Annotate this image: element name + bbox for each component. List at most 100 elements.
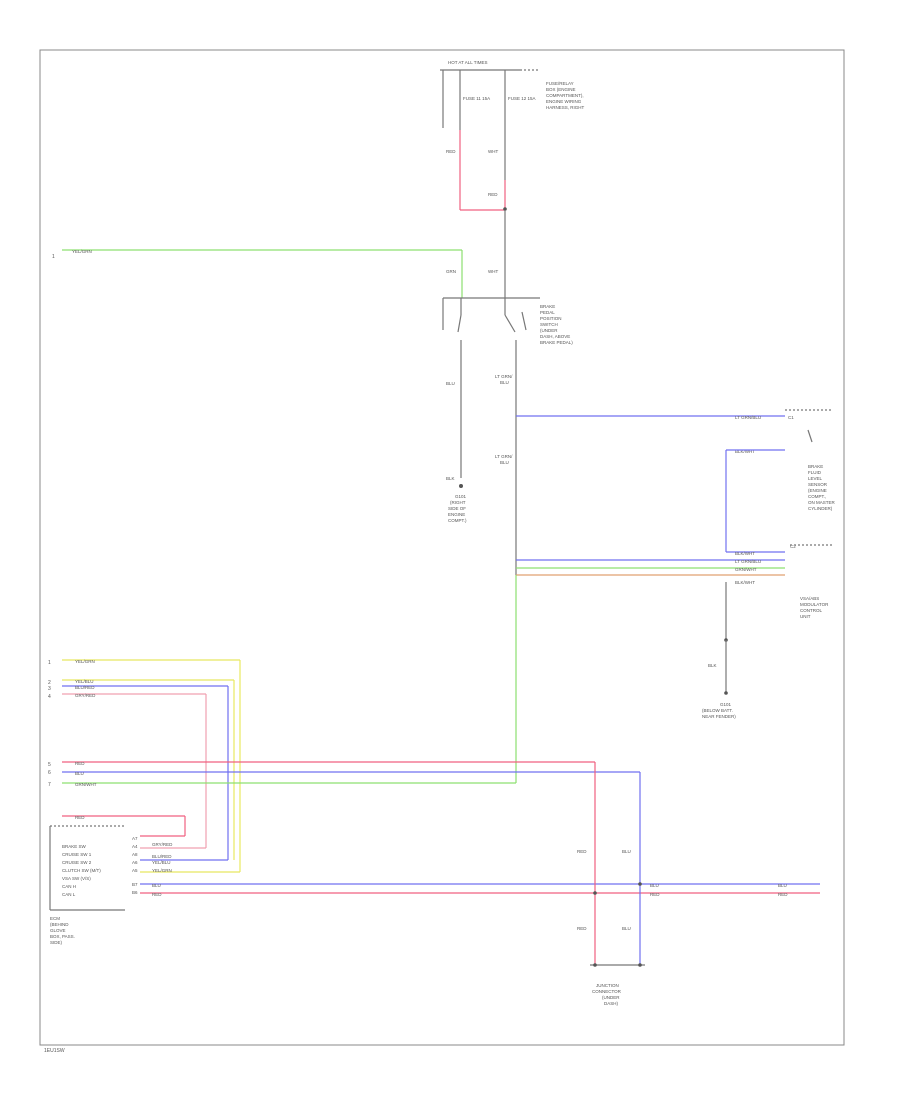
sensor-desc-7: ON MASTER — [808, 500, 836, 505]
bottom-right-blu: BLU — [778, 883, 787, 888]
g-left-1: G101 — [455, 494, 467, 499]
left-num-6: 6 — [48, 770, 51, 776]
junction-desc-4: DASH) — [604, 1001, 619, 1006]
junction-desc-1: JUNCTION — [596, 983, 619, 988]
red-splice — [593, 891, 597, 895]
left-blu-red: BLU/RED — [75, 685, 95, 690]
switch-ground-w: BLK — [446, 476, 455, 481]
switch-desc-5: (UNDER — [540, 328, 558, 333]
left-num-2: 2 — [48, 680, 51, 686]
power-desc-2: BOX (ENGINE — [546, 87, 576, 92]
bottom-w-red1: RED — [577, 849, 587, 854]
switch-desc-4: SWITCH — [540, 322, 558, 327]
ecm-desc-4: BOX, PASS. — [50, 934, 75, 939]
switch-w-lt2: LT GRN/ — [495, 454, 513, 459]
junction-desc-3: (UNDER — [602, 995, 620, 1000]
left-num-3: 3 — [48, 686, 51, 692]
junction-node-right — [638, 963, 642, 967]
ground-point-left — [459, 484, 463, 488]
left-blu: BLU — [75, 771, 84, 776]
splice-node — [503, 207, 507, 211]
left-num-top: 1 — [52, 254, 55, 260]
switch-w-lt1b: BLU — [500, 380, 509, 385]
ecm-desc-5: SIDE) — [50, 940, 63, 945]
g-left-4: ENGINE — [448, 512, 465, 517]
ecm-wire-2: BLU/RED — [152, 854, 172, 859]
sensor-desc-3: LEVEL — [808, 476, 823, 481]
switch-w-lt1: LT GRN/ — [495, 374, 513, 379]
ecm-pin-1: BRAKE SW — [62, 844, 87, 849]
power-w2: WHT — [488, 149, 498, 154]
bottom-w-blu2: BLU — [622, 926, 631, 931]
mod-row-4: BLK/WHT — [735, 580, 755, 585]
ecm-pin-7: CAN L — [62, 892, 76, 897]
switch-contact-2 — [504, 314, 516, 333]
switch-desc-2: PEDAL — [540, 310, 555, 315]
ecm-pin-4: CLUTCH SW (M/T) — [62, 868, 101, 873]
g-right-3: NEAR FENDER) — [702, 714, 736, 719]
mod-desc-1: VSA/ABS — [800, 596, 819, 601]
mod-w-blk: BLK — [708, 663, 717, 668]
switch-desc-1: BRAKE — [540, 304, 555, 309]
sensor-desc-5: (ENGINE — [808, 488, 827, 493]
right-blk-wht: BLK/WHT — [735, 449, 755, 454]
left-num-1: 1 — [48, 660, 51, 666]
left-num-5: 5 — [48, 762, 51, 768]
ecm-num-6: B7 — [132, 882, 138, 887]
ecm-pin-6: CAN H — [62, 884, 76, 889]
g-left-3: SIDE OF — [448, 506, 466, 511]
ecm-wire-1: GRY/RED — [152, 842, 173, 847]
switch-w-blu: BLU — [446, 381, 455, 386]
sensor-desc-8: CYLINDER) — [808, 506, 833, 511]
ground-point-right — [724, 691, 728, 695]
switch-left-small: GRN — [446, 269, 456, 274]
power-w3: RED — [488, 192, 498, 197]
ecm-desc-1: ECM — [50, 916, 60, 921]
sensor-desc-2: FLUID — [808, 470, 822, 475]
ecm-num-7: B6 — [132, 890, 138, 895]
right-top-label: LT GRN/BLU — [735, 415, 761, 420]
ecm-num-5: A5 — [132, 868, 138, 873]
g-right-1: G101 — [720, 702, 732, 707]
left-gry-red: GRY/RED — [75, 693, 96, 698]
left-yel-grn-label: YEL/GRN — [72, 249, 92, 254]
mod-row-3: GRN/WHT — [735, 567, 757, 572]
power-desc-3: COMPARTMENT), — [546, 93, 584, 98]
ecm-desc-2: (BEHIND — [50, 922, 69, 927]
ecm-wire-3: YEL/BLU — [152, 860, 171, 865]
left-red: RED — [75, 761, 85, 766]
switch-desc-3: POSITION — [540, 316, 562, 321]
bottom-w-red3: RED — [650, 892, 660, 897]
blu-splice — [638, 882, 642, 886]
sensor-desc-6: COMPT., — [808, 494, 826, 499]
ecm-top-wire: RED — [75, 815, 85, 820]
power-desc-1: FUSE/RELAY — [546, 81, 574, 86]
ecm-wire-4: YEL/GRN — [152, 868, 172, 873]
junction-desc-2: CONNECTOR — [592, 989, 622, 994]
power-desc-5: HARNESS, RIGHT — [546, 105, 585, 110]
right-top-conn: C1 — [788, 415, 794, 420]
ecm-pin-2: CRUISE SW 1 — [62, 852, 92, 857]
junction-node-left — [593, 963, 597, 967]
power-desc-4: ENGINE WIRING — [546, 99, 582, 104]
ecm-wire-6: RED — [152, 892, 162, 897]
ecm-num-1: A7 — [132, 836, 138, 841]
ecm-num-4: A6 — [132, 860, 138, 865]
g-right-2: (BELOW BATT. — [702, 708, 733, 713]
left-yel-grn: YEL/GRN — [75, 659, 95, 664]
g-left-2: (RIGHT — [450, 500, 466, 505]
power-w1: RED — [446, 149, 456, 154]
mod-desc-2: MODULATOR — [800, 602, 829, 607]
g-left-5: COMPT.) — [448, 518, 467, 523]
ecm-num-3: A8 — [132, 852, 138, 857]
footer-code: 1EU1SW — [44, 1048, 65, 1054]
bottom-w-blu1: BLU — [622, 849, 631, 854]
left-num-7: 7 — [48, 782, 51, 788]
ecm-num-2: A4 — [132, 844, 138, 849]
sensor-switch — [807, 429, 813, 443]
ecm-desc-3: GLOVE — [50, 928, 66, 933]
power-header: HOT AT ALL TIMES — [448, 60, 488, 65]
left-num-4: 4 — [48, 694, 51, 700]
power-w4: WHT — [488, 269, 498, 274]
